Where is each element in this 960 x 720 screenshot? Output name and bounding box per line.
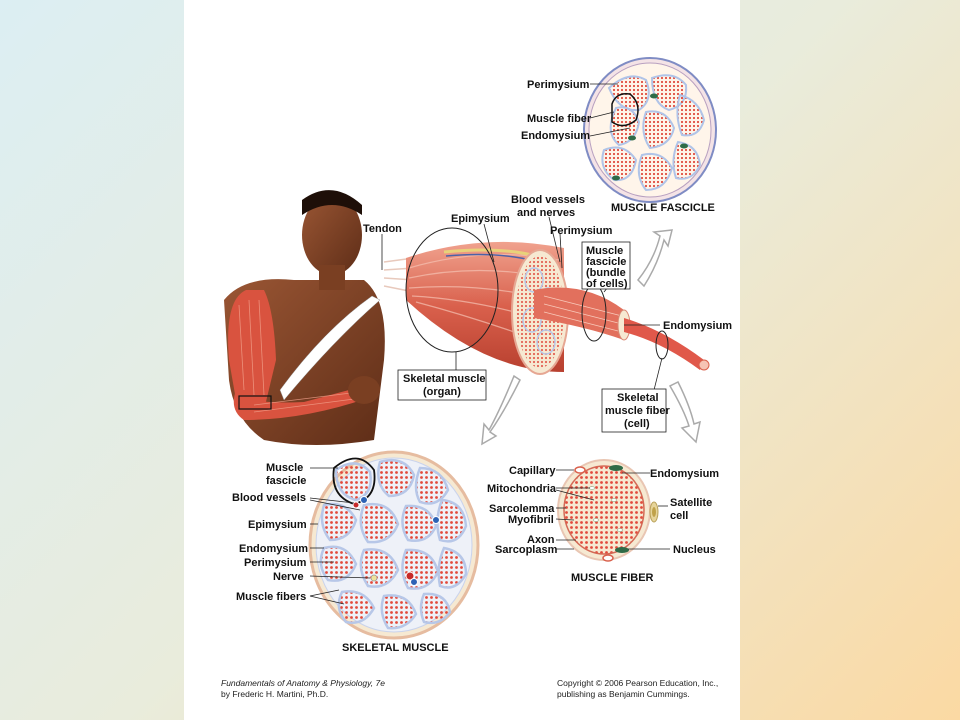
hair xyxy=(302,190,362,215)
credit-book-title: Fundamentals of Anatomy & Physiology, 7e xyxy=(221,678,385,688)
muscle-fiber-cell xyxy=(601,146,638,182)
label-mf-mitochondria: Mitochondria xyxy=(487,483,557,495)
label-mf-satellite-line1: Satellite xyxy=(670,497,712,509)
label-fascicle-box-line1: Muscle xyxy=(586,245,623,257)
label-sm-blood-vessels: Blood vessels xyxy=(232,492,306,504)
title-muscle-fascicle: MUSCLE FASCICLE xyxy=(611,202,715,214)
label-fascicle-box-line2: fascicle xyxy=(586,256,626,268)
zoom-arrows xyxy=(481,229,701,446)
label-mf-endomysium: Endomysium xyxy=(650,468,719,480)
credit-author: by Frederic H. Martini, Ph.D. xyxy=(221,689,329,699)
credit-right: Copyright © 2006 Pearson Education, Inc.… xyxy=(557,678,718,700)
label-mf-nucleus: Nucleus xyxy=(673,544,716,556)
title-skeletal-muscle: SKELETAL MUSCLE xyxy=(342,642,449,654)
head xyxy=(302,195,362,275)
muscle-fiber-cell xyxy=(637,152,674,192)
nucleus xyxy=(612,175,620,181)
muscle-fiber-cell xyxy=(672,140,702,180)
label-sm-muscle-fascicle-line2: fascicle xyxy=(266,475,306,487)
label-sm-endomysium: Endomysium xyxy=(239,543,308,555)
blood-vessels xyxy=(352,496,440,586)
nucleus xyxy=(680,143,688,149)
label-mf-axon: Axon xyxy=(527,534,555,546)
fiber-label-box xyxy=(601,388,667,433)
cross-section-fascicle xyxy=(437,546,468,589)
organ-label-box xyxy=(397,369,487,401)
label-skeletal-muscle-organ-line2: (organ) xyxy=(423,386,461,398)
label-fascicle-muscle-fiber: Muscle fiber xyxy=(527,113,592,125)
label-sm-perimysium: Perimysium xyxy=(244,557,307,569)
cross-section-fascicle xyxy=(319,545,358,582)
cross-section-fascicle xyxy=(359,548,400,588)
cross-section-fascicle xyxy=(359,502,400,544)
slide: Perimysium Muscle fiber Endomysium MUSCL… xyxy=(184,0,740,720)
organ-selection-ring xyxy=(405,227,499,353)
muscle-anatomy-figure: Perimysium Muscle fiber Endomysium MUSCL… xyxy=(224,57,732,654)
fist xyxy=(348,376,380,404)
credit-copyright: Copyright © 2006 Pearson Education, Inc.… xyxy=(557,678,719,688)
cross-section-fascicle xyxy=(377,458,416,498)
label-fascicle-endomysium: Endomysium xyxy=(521,130,590,142)
title-muscle-fiber: MUSCLE FIBER xyxy=(571,572,654,584)
cross-section-fascicle xyxy=(401,504,438,542)
label-fascicle-box-line4: of cells) xyxy=(586,278,628,290)
skeletal-muscle-cross-section xyxy=(308,450,480,640)
cross-section-fascicle xyxy=(380,594,418,630)
label-mf-sarcolemma: Sarcolemma xyxy=(489,503,555,515)
highlighted-fascicle xyxy=(332,457,376,505)
label-blood-vessels-line1: Blood vessels xyxy=(511,194,585,206)
label-fascicle-perimysium: Perimysium xyxy=(527,79,590,91)
label-tendon: Tendon xyxy=(363,223,402,235)
fascicle-label-box xyxy=(581,241,631,290)
label-sm-nerve: Nerve xyxy=(273,571,304,583)
label-sm-muscle-fascicle-line1: Muscle xyxy=(266,462,303,474)
cross-section-fascicle xyxy=(414,466,450,505)
label-mf-satellite-line2: cell xyxy=(670,510,688,522)
label-skeletal-fiber-line3: (cell) xyxy=(624,418,650,430)
label-fascicle-box-line3: (bundle xyxy=(586,267,626,279)
capillary xyxy=(602,554,614,562)
nucleus xyxy=(615,547,629,553)
muscle-fascicle-diagram xyxy=(583,57,717,203)
arm-detail-box xyxy=(238,395,272,410)
label-mf-sarcoplasm: Sarcoplasm xyxy=(495,544,558,556)
label-skeletal-fiber-line2: muscle fiber xyxy=(605,405,671,417)
cross-section-fascicle xyxy=(419,592,452,625)
label-sm-muscle-fibers: Muscle fibers xyxy=(236,591,306,603)
muscle-fiber-cell xyxy=(676,93,706,137)
nucleus xyxy=(628,135,636,141)
zoom-wedge xyxy=(279,295,381,401)
human-figure xyxy=(224,190,385,460)
credit-left: Fundamentals of Anatomy & Physiology, 7e… xyxy=(221,678,385,700)
nucleus xyxy=(650,93,658,99)
muscle-fiber-cross-section xyxy=(557,459,659,562)
cross-section-fascicle xyxy=(337,590,376,624)
nucleus xyxy=(609,465,623,471)
skeletal-muscle-organ-diagram xyxy=(383,227,710,375)
cross-section-fascicle xyxy=(334,462,372,502)
label-perimysium: Perimysium xyxy=(550,225,613,237)
muscle-fiber-cell xyxy=(642,110,676,150)
label-sm-epimysium: Epimysium xyxy=(248,519,307,531)
label-skeletal-fiber-line1: Skeletal xyxy=(617,392,659,404)
label-blood-vessels-line2: and nerves xyxy=(517,207,575,219)
capillary xyxy=(574,466,586,474)
nerve xyxy=(370,574,378,582)
label-mf-myofibril: Myofibril xyxy=(508,514,554,526)
label-skeletal-muscle-organ-line1: Skeletal muscle xyxy=(403,373,486,385)
forearm-muscles xyxy=(233,386,368,420)
label-epimysium: Epimysium xyxy=(451,213,510,225)
credit-publisher: publishing as Benjamin Cummings. xyxy=(557,689,690,699)
highlighted-muscle-fiber xyxy=(611,92,639,127)
label-mf-capillary: Capillary xyxy=(509,465,556,477)
label-endomysium: Endomysium xyxy=(663,320,732,332)
